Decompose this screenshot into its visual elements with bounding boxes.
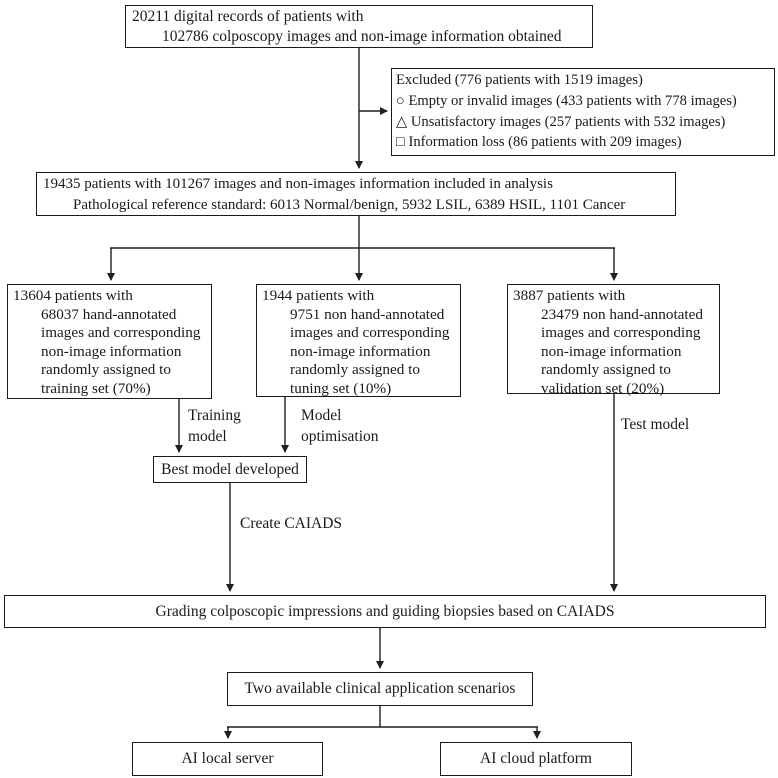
excluded-title: Excluded (776 patients with 1519 images) (396, 72, 643, 88)
validation-line: validation set (20%) (541, 379, 665, 397)
excluded-item-information-loss: □ Information loss (86 patients with 209… (396, 134, 682, 151)
training-line: 13604 patients with (13, 287, 133, 304)
model-optimisation-label: Model optimisation (301, 407, 379, 445)
excluded-box: Excluded (776 patients with 1519 images)… (391, 68, 775, 156)
training-line: randomly assigned to (41, 361, 171, 379)
ai-local-server-label: AI local server (181, 750, 274, 767)
tuning-line: tuning set (10%) (290, 379, 392, 397)
validation-set-box: 3887 patients with 23479 non hand-annota… (507, 284, 720, 397)
training-line: non-image information (41, 342, 182, 360)
ai-local-server-box: AI local server (132, 742, 323, 776)
validation-line: 23479 non hand-annotated (541, 305, 703, 323)
grading-box: Grading colposcopic impressions and guid… (4, 595, 766, 628)
training-set-box: 13604 patients with 68037 hand-annotated… (7, 284, 212, 399)
records-line: 102786 colposcopy images and non-image i… (162, 28, 562, 45)
tuning-line: 9751 non hand-annotated (290, 305, 445, 323)
ai-cloud-platform-box: AI cloud platform (440, 742, 632, 776)
included-line: Pathological reference standard: 6013 No… (73, 196, 626, 213)
training-model-label: Training model (188, 407, 241, 445)
excluded-item-unsatisfactory: △ Unsatisfactory images (257 patients wi… (396, 113, 726, 130)
included-box: 19435 patients with 101267 images and no… (36, 172, 676, 216)
ai-cloud-platform-label: AI cloud platform (480, 750, 592, 767)
training-line: images and corresponding (41, 324, 201, 342)
scenarios-box: Two available clinical application scena… (227, 672, 533, 706)
validation-line: images and corresponding (541, 324, 701, 342)
included-line: 19435 patients with 101267 images and no… (43, 176, 553, 192)
tuning-line: non-image information (290, 342, 431, 360)
test-model-label: Test model (621, 416, 690, 433)
best-model-box: Best model developed (153, 456, 307, 483)
tuning-line: 1944 patients with (262, 287, 375, 304)
validation-line: randomly assigned to (541, 361, 671, 379)
validation-line: 3887 patients with (513, 287, 626, 304)
best-model-label: Best model developed (161, 460, 299, 478)
training-line: training set (70%) (41, 379, 151, 397)
create-caiads-label: Create CAIADS (240, 515, 343, 532)
tuning-line: randomly assigned to (290, 361, 420, 379)
grading-label: Grading colposcopic impressions and guid… (155, 602, 615, 620)
excluded-item-empty-invalid: ○ Empty or invalid images (433 patients … (396, 92, 737, 109)
tuning-line: images and corresponding (290, 324, 450, 342)
split-scenarios-to-platforms (224, 706, 541, 739)
training-line: 68037 hand-annotated (41, 305, 177, 323)
scenarios-label: Two available clinical application scena… (244, 680, 516, 697)
records-box: 20211 digital records of patients with 1… (125, 5, 593, 48)
tuning-set-box: 1944 patients with 9751 non hand-annotat… (256, 284, 461, 397)
records-line: 20211 digital records of patients with (132, 8, 364, 25)
split-included-to-sets (107, 216, 618, 281)
validation-line: non-image information (541, 342, 682, 360)
